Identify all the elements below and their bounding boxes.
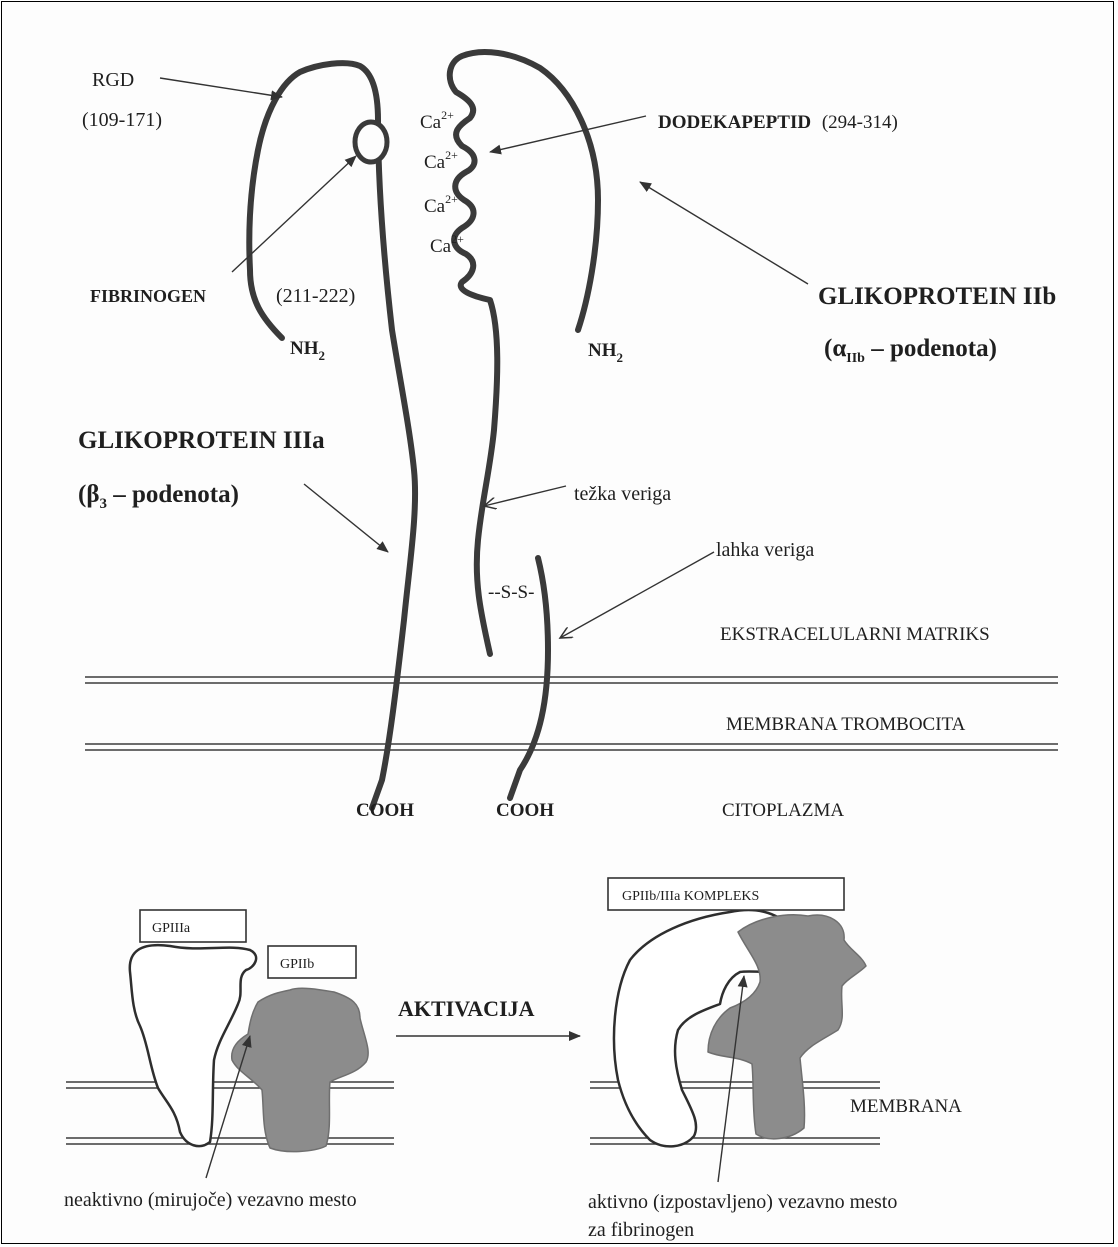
- light-chain-label: lahka veriga: [716, 539, 814, 561]
- bottom-membrane-left: [66, 1082, 394, 1144]
- dodekapeptid-range: (294-314): [822, 112, 898, 133]
- dodekapeptid-arrow: [490, 116, 646, 152]
- rgd-range-label: (109-171): [82, 109, 162, 131]
- gpiib-arrow: [640, 182, 808, 284]
- gpiiia-arrow: [304, 484, 388, 552]
- heavy-chain-label: težka veriga: [574, 483, 671, 505]
- cooh-left-label: COOH: [356, 800, 414, 821]
- nh2-right-label: NH2: [588, 340, 623, 365]
- rgd-label: RGD: [92, 69, 134, 91]
- ca-label-2: Ca2+: [424, 148, 458, 173]
- gpiib-title: GLIKOPROTEIN IIb: [818, 283, 1056, 310]
- gpiib-box-label: GPIIb: [280, 957, 314, 972]
- aktivacija-label: AKTIVACIJA: [398, 996, 535, 1021]
- membrana-label: MEMBRANA: [850, 1096, 962, 1117]
- membrane-trombocita-label: MEMBRANA TROMBOCITA: [726, 714, 966, 735]
- rgd-arrow: [160, 78, 282, 97]
- active-site-label-line1: aktivno (izpostavljeno) vezavno mesto: [588, 1191, 897, 1213]
- fibrinogen-range-label: (211-222): [276, 285, 355, 307]
- extracellular-label: EKSTRACELULARNI MATRIKS: [720, 624, 990, 645]
- light-chain-arrow: [560, 552, 714, 638]
- gpiib-inactive-shape: [232, 988, 368, 1151]
- nh2-left-label: NH2: [290, 338, 325, 363]
- disulfide-label: --S-S-: [488, 582, 534, 603]
- gpiib-subtitle: (αIIb – podenota): [824, 335, 997, 366]
- dodekapeptid-title: DODEKAPEPTID: [658, 112, 811, 133]
- ca-label-3: Ca2+: [424, 192, 458, 217]
- inactive-site-label: neaktivno (mirujoče) vezavno mesto: [64, 1189, 357, 1211]
- cooh-right-label: COOH: [496, 800, 554, 821]
- cytoplasm-label: CITOPLAZMA: [722, 800, 844, 821]
- complex-box-label: GPIIb/IIIa KOMPLEKS: [622, 889, 759, 904]
- fibrinogen-label: FIBRINOGEN: [90, 286, 206, 306]
- gpiib-heavy-chain: [450, 52, 598, 654]
- active-site-label-line2: za fibrinogen: [588, 1219, 694, 1241]
- heavy-chain-arrow: [484, 486, 566, 506]
- gpiiia-title: GLIKOPROTEIN IIIa: [78, 427, 325, 454]
- fibrinogen-binding-loop: [355, 122, 387, 162]
- gpiiia-subtitle: (β3 – podenota): [78, 481, 239, 512]
- gpiiia-box-label: GPIIIa: [152, 921, 191, 936]
- ca-label-1: Ca2+: [420, 108, 454, 133]
- dodekapeptid-label: DODEKAPEPTID (294-314): [658, 112, 898, 133]
